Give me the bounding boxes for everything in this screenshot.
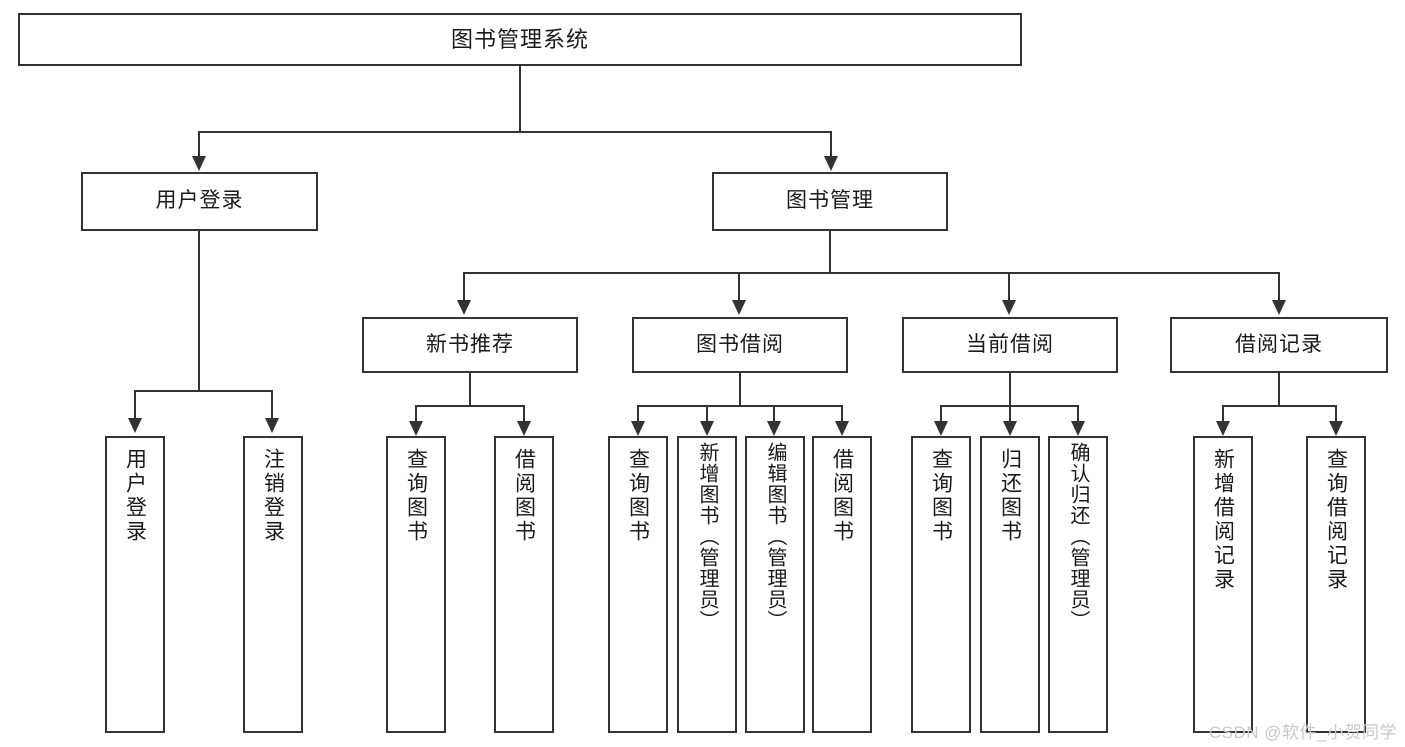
node-label: 借阅图书 <box>830 448 854 544</box>
arrow-book-borrow-leaf-4 <box>835 421 849 436</box>
arrow-to-current-borrow <box>1002 300 1016 315</box>
edge-root-bar <box>198 131 832 133</box>
leaf-borrow-records-query[interactable]: 查询借阅记录 <box>1306 436 1366 733</box>
edge-current-borrow-drop-2 <box>1009 405 1011 427</box>
arrow-new-book-leaf-1 <box>409 421 423 436</box>
leaf-current-borrow-query[interactable]: 查询图书 <box>911 436 971 733</box>
leaf-book-borrow-edit[interactable]: 编辑图书（管理员） <box>745 436 805 733</box>
edge-user-login-bar <box>134 390 272 392</box>
edge-new-book-stem <box>469 373 471 406</box>
node-label: 新增图书（管理员） <box>696 442 718 631</box>
arrow-book-borrow-leaf-1 <box>631 421 645 436</box>
node-label: 当前借阅 <box>966 332 1054 356</box>
edge-book-mgmt-drop-4 <box>1278 272 1280 301</box>
edge-book-borrow-drop-2 <box>706 405 708 427</box>
edge-book-mgmt-bar <box>463 272 1280 274</box>
node-label: 图书借阅 <box>696 332 784 356</box>
arrow-borrow-records-leaf-2 <box>1329 421 1343 436</box>
edge-root-stem <box>519 66 521 132</box>
edge-book-borrow-stem <box>739 373 741 406</box>
leaf-book-borrow-query[interactable]: 查询图书 <box>608 436 668 733</box>
node-label: 用户登录 <box>123 448 147 544</box>
leaf-book-borrow-add[interactable]: 新增图书（管理员） <box>677 436 737 733</box>
arrow-to-borrow-records <box>1272 300 1286 315</box>
arrow-to-user-login <box>192 156 206 171</box>
edge-book-mgmt-drop-3 <box>1008 272 1010 301</box>
leaf-borrow-records-add[interactable]: 新增借阅记录 <box>1193 436 1253 733</box>
node-label: 新增借阅记录 <box>1211 448 1235 592</box>
edge-borrow-records-drop-1 <box>1222 405 1224 427</box>
edge-current-borrow-drop-1 <box>940 405 942 427</box>
edge-user-login-drop-2 <box>271 390 273 419</box>
node-label: 编辑图书（管理员） <box>764 442 786 631</box>
arrow-book-borrow-leaf-2 <box>700 421 714 436</box>
node-book-borrow[interactable]: 图书借阅 <box>632 317 848 373</box>
edge-book-borrow-drop-4 <box>841 405 843 427</box>
node-current-borrow[interactable]: 当前借阅 <box>902 317 1118 373</box>
edge-borrow-records-drop-2 <box>1335 405 1337 427</box>
leaf-user-login-signin[interactable]: 用户登录 <box>105 436 165 733</box>
edge-root-to-user-login <box>198 131 200 158</box>
edge-current-borrow-drop-3 <box>1077 405 1079 427</box>
node-label: 新书推荐 <box>426 332 514 356</box>
leaf-new-book-borrow[interactable]: 借阅图书 <box>494 436 554 733</box>
node-book-management[interactable]: 图书管理 <box>712 172 948 231</box>
edge-book-borrow-bar <box>637 405 842 407</box>
node-root-system[interactable]: 图书管理系统 <box>18 13 1022 66</box>
node-label: 借阅图书 <box>512 448 536 544</box>
node-label: 确认归还（管理员） <box>1067 442 1089 631</box>
arrow-to-book-mgmt <box>824 156 838 171</box>
edge-new-book-bar <box>415 405 525 407</box>
edge-borrow-records-stem <box>1278 373 1280 406</box>
node-label: 查询图书 <box>404 448 428 544</box>
node-label: 查询图书 <box>929 448 953 544</box>
edge-book-mgmt-drop-2 <box>738 272 740 301</box>
arrow-borrow-records-leaf-1 <box>1216 421 1230 436</box>
node-label: 注销登录 <box>261 448 285 544</box>
node-label: 查询借阅记录 <box>1324 448 1348 592</box>
node-label: 图书管理系统 <box>450 26 589 52</box>
leaf-current-borrow-return[interactable]: 归还图书 <box>980 436 1040 733</box>
edge-book-mgmt-stem <box>829 231 831 273</box>
edge-new-book-drop-1 <box>415 405 417 427</box>
arrow-current-borrow-leaf-2 <box>1003 421 1017 436</box>
node-label: 归还图书 <box>998 448 1022 544</box>
arrow-current-borrow-leaf-1 <box>934 421 948 436</box>
edge-book-borrow-drop-3 <box>773 405 775 427</box>
node-label: 借阅记录 <box>1235 332 1323 356</box>
edge-book-mgmt-drop-1 <box>463 272 465 301</box>
arrow-book-borrow-leaf-3 <box>767 421 781 436</box>
arrow-user-login-leaf-2 <box>265 418 279 433</box>
arrow-user-login-leaf-1 <box>128 418 142 433</box>
arrow-to-new-book <box>457 300 471 315</box>
arrow-to-book-borrow <box>732 300 746 315</box>
leaf-current-borrow-confirm[interactable]: 确认归还（管理员） <box>1048 436 1108 733</box>
edge-current-borrow-stem <box>1009 373 1011 406</box>
node-label: 查询图书 <box>626 448 650 544</box>
node-label: 用户登录 <box>155 189 244 213</box>
arrow-current-borrow-leaf-3 <box>1071 421 1085 436</box>
leaf-book-borrow-lend[interactable]: 借阅图书 <box>812 436 872 733</box>
edge-user-login-stem <box>198 231 200 391</box>
edge-borrow-records-bar <box>1222 405 1337 407</box>
node-new-book-recommend[interactable]: 新书推荐 <box>362 317 578 373</box>
edge-user-login-drop-1 <box>134 390 136 419</box>
arrow-new-book-leaf-2 <box>517 421 531 436</box>
edge-root-to-book-mgmt <box>830 131 832 158</box>
edge-book-borrow-drop-1 <box>637 405 639 427</box>
leaf-user-login-signout[interactable]: 注销登录 <box>243 436 303 733</box>
leaf-new-book-query[interactable]: 查询图书 <box>386 436 446 733</box>
edge-new-book-drop-2 <box>523 405 525 427</box>
node-label: 图书管理 <box>786 189 874 213</box>
node-borrow-records[interactable]: 借阅记录 <box>1170 317 1388 373</box>
node-user-login[interactable]: 用户登录 <box>81 172 318 231</box>
